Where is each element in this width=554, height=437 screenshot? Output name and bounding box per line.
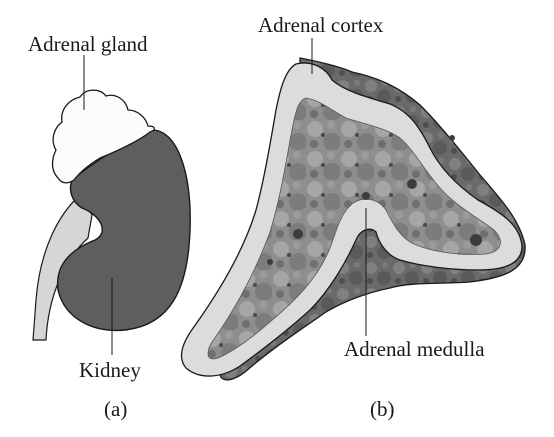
adrenal-medulla-label: Adrenal medulla	[344, 337, 485, 361]
kidney-shape	[56, 129, 191, 332]
adrenal-gland-label: Adrenal gland	[28, 32, 148, 56]
adrenal-gland-shape	[51, 89, 155, 184]
panel-b-illustration	[180, 38, 526, 381]
adrenal-cortex-label: Adrenal cortex	[258, 13, 384, 37]
medulla-cells	[267, 135, 482, 265]
panel-a-caption: (a)	[104, 397, 128, 421]
panel-a-illustration	[32, 55, 191, 355]
kidney-label: Kidney	[79, 358, 141, 382]
panel-b-caption: (b)	[370, 397, 395, 421]
adrenal-medulla-shape	[207, 97, 501, 360]
